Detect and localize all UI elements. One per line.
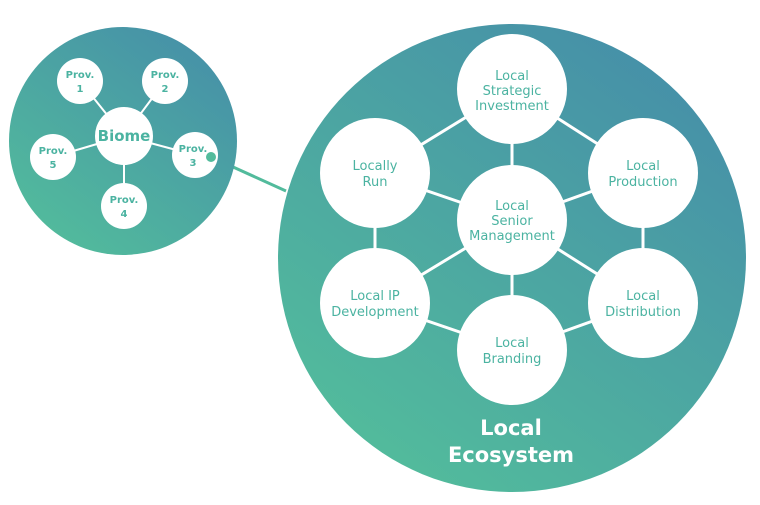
node-4-line-1: Local IP xyxy=(350,289,400,304)
province-5-number: 5 xyxy=(50,160,57,171)
biome-cluster: Biome Prov. 1 Prov. 2 Prov. 3 Prov. 4 Pr xyxy=(9,27,237,255)
node-4-line-2: Development xyxy=(331,305,419,320)
node-1-line-1: Local xyxy=(626,159,660,174)
node-0-line-2: Strategic xyxy=(483,84,542,99)
ecosystem-title-line-2: Ecosystem xyxy=(448,443,574,467)
center-line-1: Local xyxy=(495,199,529,214)
ecosystem-title-line-1: Local xyxy=(480,416,542,440)
node-locally-run: Locally Run xyxy=(320,118,430,228)
center-line-2: Senior xyxy=(491,214,533,229)
node-3-line-1: Local xyxy=(495,336,529,351)
node-3-line-2: Branding xyxy=(483,352,542,367)
node-0-line-1: Local xyxy=(495,69,529,84)
node-5-line-1: Locally xyxy=(353,159,398,174)
biome-center-node xyxy=(95,107,153,165)
province-node-4: Prov. 4 xyxy=(101,183,147,229)
node-local-distribution: Local Distribution xyxy=(588,248,698,358)
province-node-5: Prov. 5 xyxy=(30,134,76,180)
node-local-ip-development: Local IP Development xyxy=(320,248,430,358)
node-local-senior-management: Local Senior Management xyxy=(457,165,567,275)
province-node-3: Prov. 3 xyxy=(172,132,218,178)
node-2-line-2: Distribution xyxy=(605,305,681,320)
node-local-production: Local Production xyxy=(588,118,698,228)
node-local-branding: Local Branding xyxy=(457,295,567,405)
province-1-number: 1 xyxy=(77,84,84,95)
province-3-connector-dot xyxy=(206,152,216,162)
province-3-number: 3 xyxy=(190,158,197,169)
province-4-label: Prov. xyxy=(110,195,139,206)
node-2-line-1: Local xyxy=(626,289,660,304)
node-0-line-3: Investment xyxy=(475,99,549,114)
ecosystem-cluster: Local Senior Management Local Strategic … xyxy=(278,24,746,492)
province-5-label: Prov. xyxy=(39,146,68,157)
node-local-strategic-investment: Local Strategic Investment xyxy=(457,34,567,144)
province-3-label: Prov. xyxy=(179,144,208,155)
province-node-1: Prov. 1 xyxy=(57,58,103,104)
province-node-2: Prov. 2 xyxy=(142,58,188,104)
biome-center-label: Biome xyxy=(98,127,151,145)
node-1-line-2: Production xyxy=(608,175,677,190)
center-line-3: Management xyxy=(469,229,555,244)
node-5-line-2: Run xyxy=(363,175,388,190)
province-4-number: 4 xyxy=(121,209,128,220)
province-2-label: Prov. xyxy=(151,70,180,81)
province-1-label: Prov. xyxy=(66,70,95,81)
province-2-number: 2 xyxy=(162,84,169,95)
